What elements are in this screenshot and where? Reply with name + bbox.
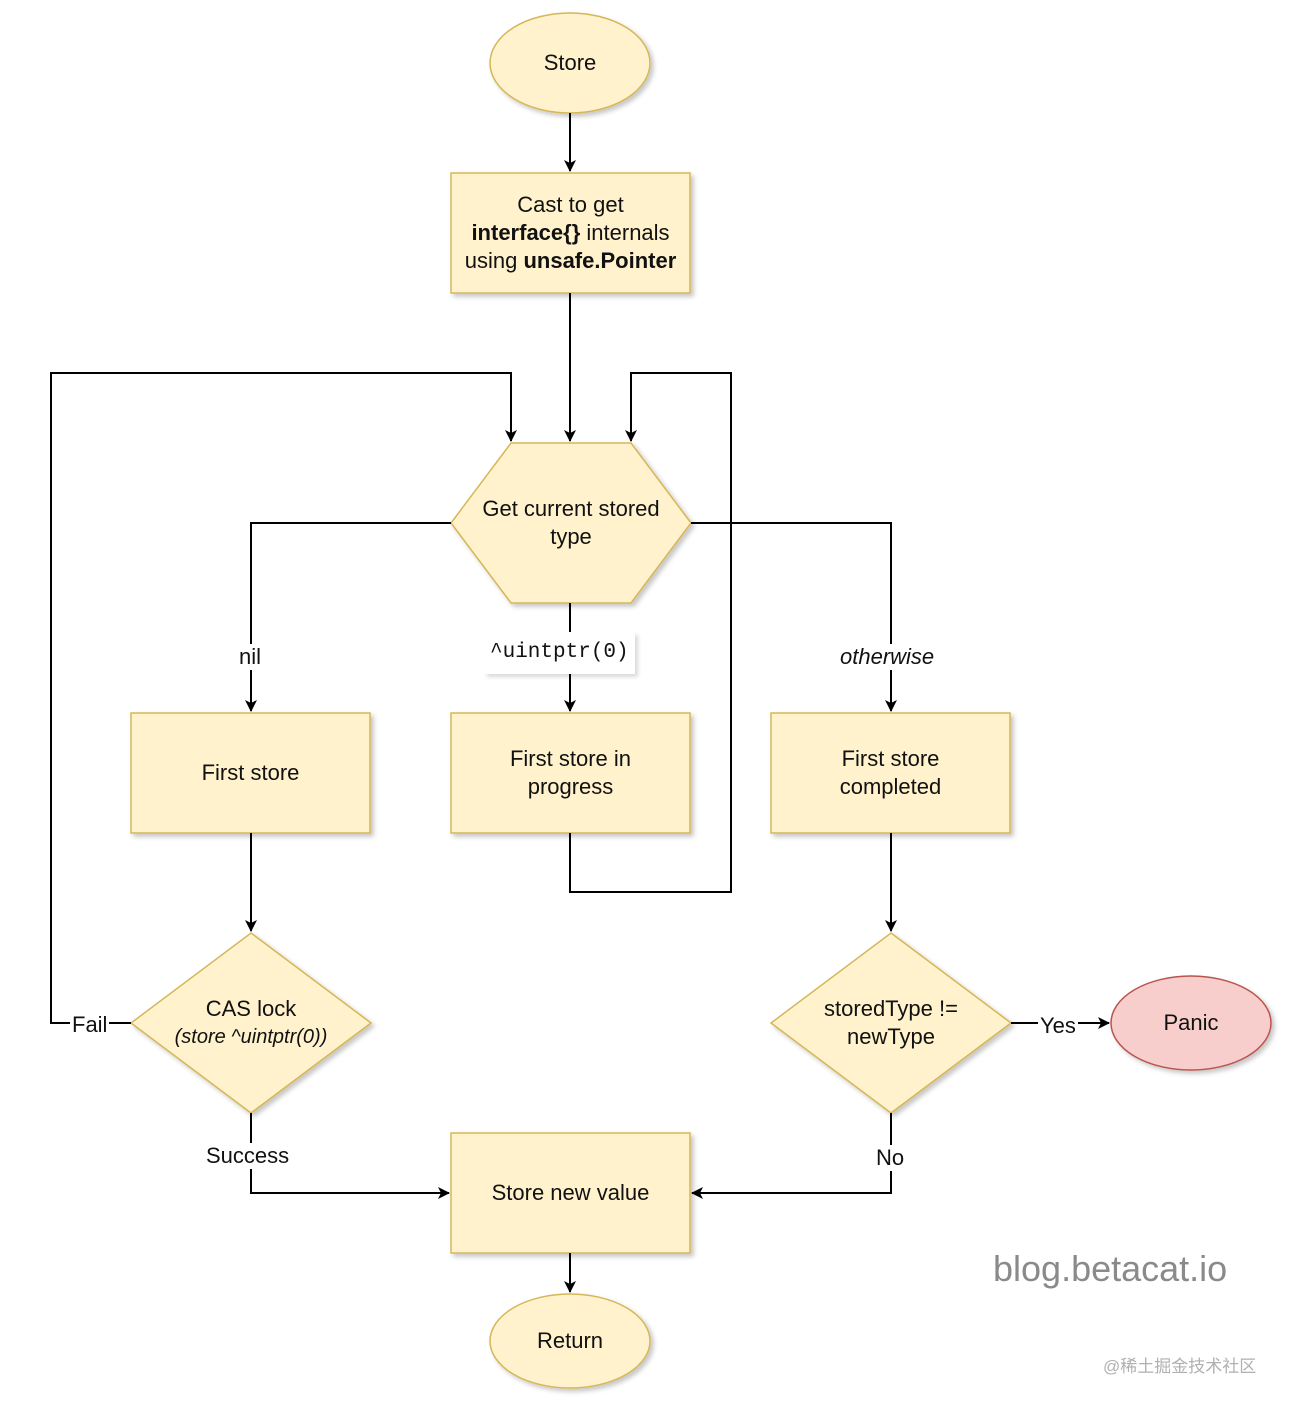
completed-line2: completed (839, 774, 942, 799)
edge-otherwise (691, 522, 897, 712)
in-progress-line2: progress (527, 774, 614, 799)
edge-label-uintptr: ^uintptr(0) (484, 632, 635, 674)
check-line2: newType (846, 1024, 936, 1049)
panic-label: Panic (1163, 1010, 1219, 1035)
get-type-line1: Get current stored (482, 496, 660, 521)
cast-node: Cast to get interface{} internals using … (451, 173, 690, 293)
check-line1: storedType != (824, 996, 958, 1021)
completed-line1: First store (841, 746, 940, 771)
in-progress-box-shape (450, 712, 691, 834)
cas-line2: (store ^uintptr(0)) (174, 1026, 328, 1048)
edge-progress-loop (569, 372, 732, 893)
edge-check-no (691, 1113, 892, 1199)
cast-line1: Cast to get (517, 192, 624, 217)
return-end-shape (489, 1293, 651, 1389)
cas-line1: CAS lock (205, 996, 297, 1021)
edge-label-no: No (874, 1145, 907, 1171)
cast-interface-code: interface{} (471, 220, 581, 245)
store-new-label: Store new value (491, 1180, 650, 1205)
store-start-label: Store (543, 50, 597, 75)
blog-watermark: blog.betacat.io (993, 1248, 1228, 1289)
cast-line2-rest: internals (580, 220, 670, 245)
store-new-node: Store new value (451, 1133, 690, 1253)
store-new-box-shape (450, 1132, 691, 1254)
get-type-node: Get current stored type (451, 443, 691, 603)
store-start-node: Store (490, 13, 650, 113)
edge-label-nil: nil (237, 644, 264, 670)
return-end-node: Return (490, 1294, 650, 1388)
first-store-node: First store (131, 713, 370, 833)
in-progress-node: First store in progress (451, 713, 690, 833)
in-progress-line1: First store in (509, 746, 632, 771)
cast-line2: interface{} internals (471, 219, 669, 247)
return-label: Return (536, 1328, 604, 1353)
panic-shape (1110, 975, 1272, 1071)
completed-node: First store completed (771, 713, 1010, 833)
cas-node: CAS lock (store ^uintptr(0)) (131, 983, 371, 1063)
edge-cas-fail-loop (50, 372, 517, 1024)
cast-unsafe-pointer-code: unsafe.Pointer (523, 248, 677, 273)
cast-line3: using unsafe.Pointer (465, 247, 677, 275)
first-store-label: First store (201, 760, 300, 785)
edge-nil (245, 522, 451, 712)
check-node: storedType != newType (771, 983, 1011, 1063)
juejin-watermark: @稀土掘金技术社区 (1103, 1357, 1257, 1376)
edge-label-success: Success (204, 1143, 292, 1169)
cast-box-shape (450, 172, 691, 294)
edge-cas-success (250, 1113, 450, 1199)
edge-label-fail: Fail (70, 1012, 110, 1038)
cast-line3-pre: using (464, 248, 524, 273)
panic-node: Panic (1111, 976, 1271, 1070)
edge-label-otherwise: otherwise (838, 644, 937, 670)
first-store-box-shape (130, 712, 371, 834)
edge-label-yes: Yes (1038, 1013, 1078, 1039)
get-type-line2: type (550, 524, 592, 549)
